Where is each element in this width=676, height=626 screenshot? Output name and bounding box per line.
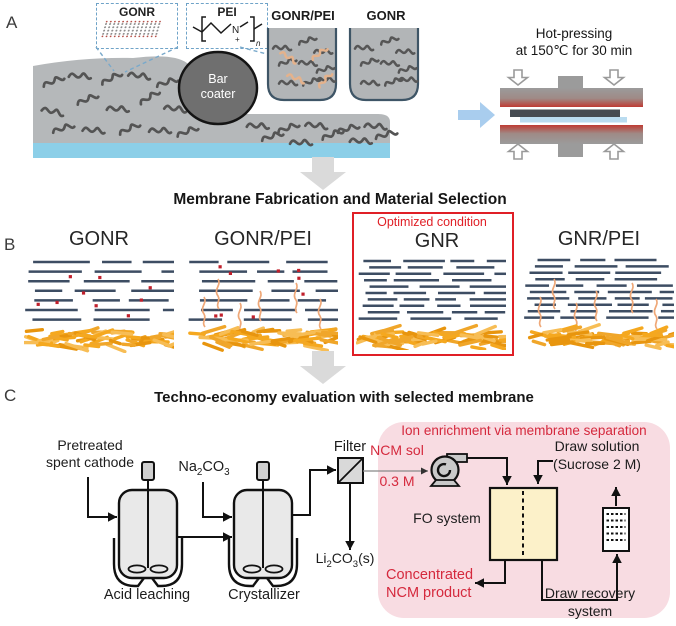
na2co3-label: Na2CO3 — [178, 459, 230, 478]
ion-enrichment-caption: Ion enrichment via membrane separation — [401, 423, 647, 438]
membrane-gonr-graphic — [24, 260, 174, 353]
li2co3-label: Li2CO3(s) — [315, 550, 375, 570]
bar-coater-label: Bar coater — [200, 72, 236, 101]
pei-inset-label: PEI — [217, 5, 237, 19]
svg-text:+: + — [235, 35, 240, 44]
pretreated-cathode-label: Pretreated spent cathode — [46, 437, 134, 470]
gonr-inset-box: GONR — [96, 3, 178, 49]
panel-c-label: C — [4, 386, 17, 405]
beaker-gonr-label: GONR — [366, 8, 406, 23]
membrane-gnr-graphic — [356, 259, 506, 350]
blue-arrow-icon — [458, 102, 495, 128]
membrane-gnrpei-graphic — [524, 258, 674, 351]
gonr-ribbon-graphic — [101, 20, 161, 38]
membrane-gonrpei-graphic — [188, 260, 338, 353]
membrane-label-gonrpei: GONR/PEI — [214, 228, 312, 250]
beaker-gonr-pei-label: GONR/PEI — [271, 8, 335, 23]
svg-text:N: N — [232, 25, 239, 36]
section-title-techno: Techno-economy evaluation with selected … — [154, 389, 534, 406]
draw-recovery-graphic — [602, 507, 630, 552]
membrane-label-gonr: GONR — [69, 228, 129, 250]
inset-graphics: N+ n — [101, 16, 263, 48]
acid-leaching-label: Acid leaching — [103, 587, 191, 603]
membrane-label-gnrpei: GNR/PEI — [557, 228, 641, 250]
ncm-conc-label: 0.3 M — [379, 473, 415, 489]
down-arrow-icon — [300, 157, 346, 190]
pei-structure-graphic: N+ n — [192, 16, 263, 48]
hot-press-graphic — [500, 69, 643, 160]
casting-film-graphic — [33, 46, 399, 158]
svg-text:n: n — [256, 39, 261, 48]
hot-press-title: Hot-pressing at 150℃ for 30 min — [515, 26, 633, 58]
fo-system-label: FO system — [413, 510, 481, 526]
draw-solution-label: Draw solution (Sucrose 2 M) — [553, 438, 641, 472]
filter-label: Filter — [333, 439, 367, 455]
beaker-gonr-pei — [266, 28, 338, 102]
membrane-label-gnr: GNR — [414, 230, 460, 252]
ncm-sol-label: NCM sol — [370, 442, 424, 458]
panel-a-label: A — [6, 13, 18, 32]
concentrated-ncm-label: Concentrated NCM product — [386, 567, 474, 601]
beaker-gonr — [348, 28, 420, 102]
draw-recovery-label: Draw recovery system — [544, 585, 636, 619]
section-title-fabrication: Membrane Fabrication and Material Select… — [173, 191, 507, 208]
optimized-condition-caption: Optimized condition — [377, 215, 487, 229]
optimized-condition-box — [352, 212, 514, 356]
crystallizer-label: Crystallizer — [228, 587, 300, 603]
process-flowsheet-graphic — [87, 422, 670, 618]
panel-b-label: B — [4, 235, 16, 254]
gonr-inset-label: GONR — [119, 5, 155, 19]
down-arrow-icon — [300, 351, 346, 384]
bar-coater-graphic — [177, 50, 259, 126]
